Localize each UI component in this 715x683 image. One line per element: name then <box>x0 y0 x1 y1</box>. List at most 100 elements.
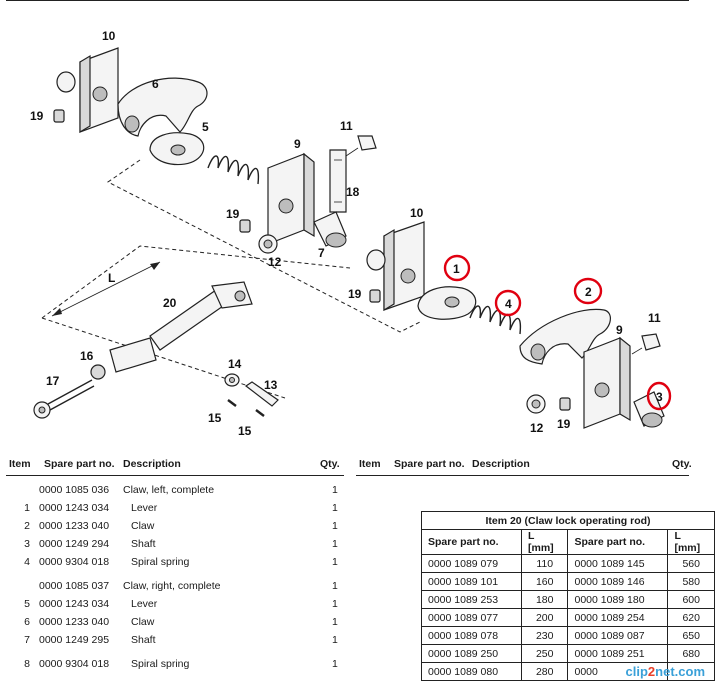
part-11-bolt-upper <box>345 135 377 157</box>
cell-spare-part: 0000 1089 077 <box>421 608 522 627</box>
row-spare-part: 0000 9304 018 <box>39 658 110 670</box>
header-qty: Qty. <box>320 458 340 470</box>
part-11-bolt-right <box>631 333 661 355</box>
cell-length: 180 <box>520 590 569 609</box>
row-item: 1 <box>24 502 30 514</box>
callout-9-right: 9 <box>616 323 623 337</box>
part-13-pin <box>244 381 279 407</box>
part-18-plate <box>329 149 347 213</box>
row-description: Claw <box>131 616 155 628</box>
row-item: 5 <box>24 598 30 610</box>
part-10-bracket-left <box>56 47 119 134</box>
table-row: 5 0000 1243 034 Lever 1 <box>0 598 360 616</box>
part-7-shaft-upper <box>313 211 347 248</box>
row-qty: 1 <box>332 658 338 670</box>
item-20-col-part-2: Spare part no. <box>567 529 669 555</box>
row-qty: 1 <box>332 502 338 514</box>
header-rule-right <box>356 475 689 476</box>
header-item-right: Item <box>359 458 381 470</box>
cell-length: 250 <box>520 644 569 663</box>
part-4-spring-right <box>469 305 522 335</box>
callout-19-right: 19 <box>348 287 362 301</box>
part-20-rod <box>149 281 253 351</box>
cell-length: 600 <box>667 590 715 609</box>
callout-3: 3 <box>656 390 663 404</box>
callout-18: 18 <box>346 185 360 199</box>
row-description: Spiral spring <box>131 658 190 670</box>
row-spare-part: 0000 1085 037 <box>39 580 110 592</box>
row-description: Lever <box>131 502 158 514</box>
row-description: Claw, right, complete <box>123 580 221 592</box>
callout-2: 2 <box>585 285 592 299</box>
callout-1: 1 <box>453 262 460 276</box>
header-qty-right: Qty. <box>672 458 692 470</box>
cell-spare-part: 0000 <box>567 662 669 681</box>
part-4-spring-left <box>207 155 260 185</box>
row-item: 4 <box>24 556 30 568</box>
cell-spare-part: 0000 1089 251 <box>567 644 669 663</box>
callout-13: 13 <box>264 378 278 392</box>
callout-12-right: 12 <box>530 421 544 435</box>
part-19-nut-right <box>369 289 381 303</box>
watermark-logo: clip2net.com <box>625 664 705 679</box>
cell-spare-part: 0000 1089 180 <box>567 590 669 609</box>
cell-spare-part: 0000 1089 079 <box>421 554 522 573</box>
row-qty: 1 <box>332 598 338 610</box>
callout-15-right: 15 <box>238 424 252 438</box>
part-1-lever-right <box>417 286 477 320</box>
cell-spare-part: 0000 1089 101 <box>421 572 522 591</box>
callout-19-mid: 19 <box>226 207 240 221</box>
row-item: 7 <box>24 634 30 646</box>
cell-spare-part: 0000 1089 146 <box>567 572 669 591</box>
part-17-eyebolt <box>33 379 95 419</box>
row-item: 6 <box>24 616 30 628</box>
row-qty: 1 <box>332 556 338 568</box>
part-19-nut-lower-right <box>559 397 571 411</box>
row-qty: 1 <box>332 520 338 532</box>
top-rule <box>6 0 689 1</box>
part-19-nut-upper <box>53 109 65 123</box>
callout-6: 6 <box>152 77 159 91</box>
row-spare-part: 0000 1085 036 <box>39 484 110 496</box>
callout-11-right: 11 <box>648 311 661 325</box>
dimension-L-label: L <box>108 271 115 285</box>
row-spare-part: 0000 1249 294 <box>39 538 110 550</box>
callout-11-upper: 11 <box>340 119 353 133</box>
item-20-col-l-2: L [mm] <box>667 529 715 555</box>
part-6-claw-left <box>117 77 208 137</box>
dimension-L <box>51 261 161 317</box>
item-20-title: Item 20 (Claw lock operating rod) <box>421 511 715 530</box>
cell-length: 680 <box>667 644 715 663</box>
cell-length: 160 <box>520 572 569 591</box>
callout-15-left: 15 <box>208 411 222 425</box>
callout-4: 4 <box>505 297 512 311</box>
header-spare-part: Spare part no. <box>44 458 115 470</box>
callout-10-right: 10 <box>410 206 424 220</box>
cell-spare-part: 0000 1089 253 <box>421 590 522 609</box>
part-15-pins <box>227 399 265 417</box>
highlight-circle-2 <box>573 277 603 305</box>
row-qty: 1 <box>332 484 338 496</box>
callout-20: 20 <box>163 296 177 310</box>
row-description: Spiral spring <box>131 556 190 568</box>
cell-length: 280 <box>520 662 569 681</box>
callout-19-upper: 19 <box>30 109 44 123</box>
callout-14: 14 <box>228 357 242 371</box>
callout-17: 17 <box>46 374 60 388</box>
part-19-nut-mid <box>239 219 251 233</box>
part-12-washer-upper <box>258 234 278 254</box>
row-spare-part: 0000 1233 040 <box>39 520 110 532</box>
row-qty: 1 <box>332 538 338 550</box>
callout-12-upper: 12 <box>268 255 282 269</box>
row-spare-part: 0000 1243 034 <box>39 598 110 610</box>
row-description: Lever <box>131 598 158 610</box>
